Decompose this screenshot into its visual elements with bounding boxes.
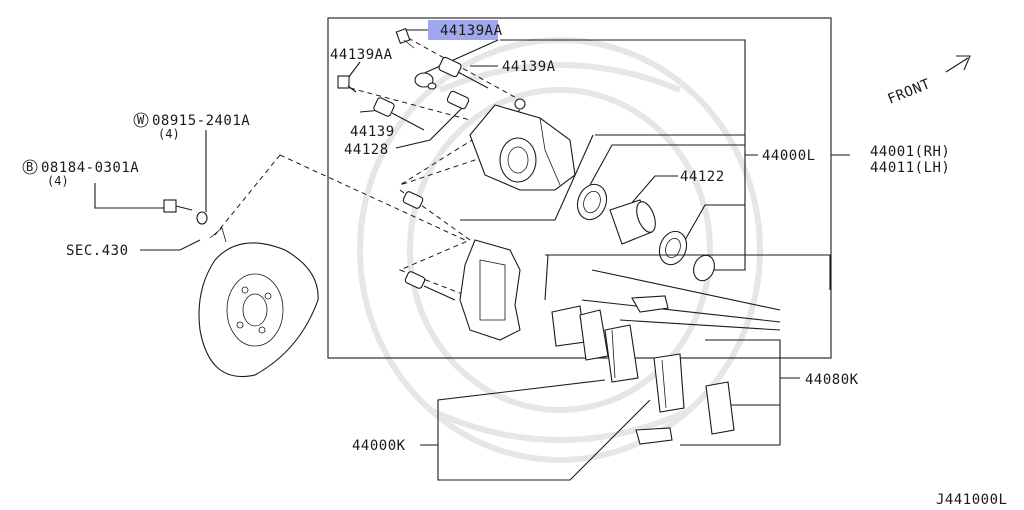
washer-symbol [133,112,149,128]
brake-backing-plate [198,227,319,377]
bolt-prefix: B [26,160,33,174]
pin-44128 [446,90,470,110]
front-arrow-icon [945,55,971,73]
bolt-44139A [438,56,489,89]
callout-44000K[interactable]: 44000K [352,438,406,454]
bracket-44000L-top [500,39,746,136]
bracket-44000L-bottom [710,155,746,271]
brake-pad-1 [551,305,586,347]
leader-44139AA-left [347,61,361,79]
callout-sec430[interactable]: SEC.430 [66,243,129,259]
leader-boot [589,144,745,186]
callout-44128[interactable]: 44128 [344,142,389,158]
leader-44139AA-washer [419,39,499,76]
callout-44139A[interactable]: 44139A [502,59,556,75]
leader-44128 [395,107,463,149]
washer-prefix: W [137,113,145,127]
dash-2 [349,87,471,121]
callout-44122[interactable]: 44122 [680,169,725,185]
bolt-lower-1 [402,191,424,209]
dust-cap [693,254,715,282]
callout-08915[interactable]: 08915-2401A [152,113,250,129]
bolt-lower-2 [404,271,456,301]
leader-sec430 [140,239,201,251]
caliper-bracket [459,239,521,341]
leader-caliper-body [460,134,594,221]
watermark [357,37,763,463]
bolt-08184 [163,199,193,213]
bolt-qty: (4) [47,174,69,188]
pad-kit-lines [420,254,831,481]
shim-1 [705,381,735,435]
caliper-body [469,98,576,191]
callout-44011LH[interactable]: 44011(LH) [870,160,950,176]
callout-44080K[interactable]: 44080K [805,372,859,388]
pad-clip-top [631,295,669,313]
callout-44000L[interactable]: 44000L [762,148,816,164]
callout-08184[interactable]: 08184-0301A [41,160,139,176]
front-label: FRONT [886,76,933,108]
leader-44000L [744,135,758,156]
piston-seal [658,230,688,266]
caliper-assembly-frame [327,17,832,359]
selected-callout-highlight [428,20,498,40]
bolt-44139 [373,97,425,131]
washer-08915 [196,211,208,225]
callout-44139AA-top[interactable]: 44139AA [440,23,503,39]
dash-5 [279,154,466,241]
bolt-44139AA-top [395,27,415,49]
callout-44001RH[interactable]: 44001(RH) [870,144,950,160]
pad-clip-bottom [635,427,673,445]
bolt-44139AA-left [337,75,357,93]
leader-seal [684,204,745,241]
callout-44139[interactable]: 44139 [350,124,395,140]
piston-boot [576,183,608,221]
bolt-symbol [22,159,38,175]
drawing-code: J441000L [936,492,1007,508]
washer-44139AA [414,72,437,90]
brake-pad-3 [604,324,639,383]
callout-44139AA-left[interactable]: 44139AA [330,47,393,63]
dash-1 [407,37,521,101]
brake-pad-2 [579,309,609,361]
leader-44122 [629,175,678,206]
leader-08184 [94,183,164,209]
brake-pad-4 [653,353,685,413]
washer-qty: (4) [158,127,180,141]
piston-44122 [609,199,656,245]
dash-6 [214,154,281,236]
